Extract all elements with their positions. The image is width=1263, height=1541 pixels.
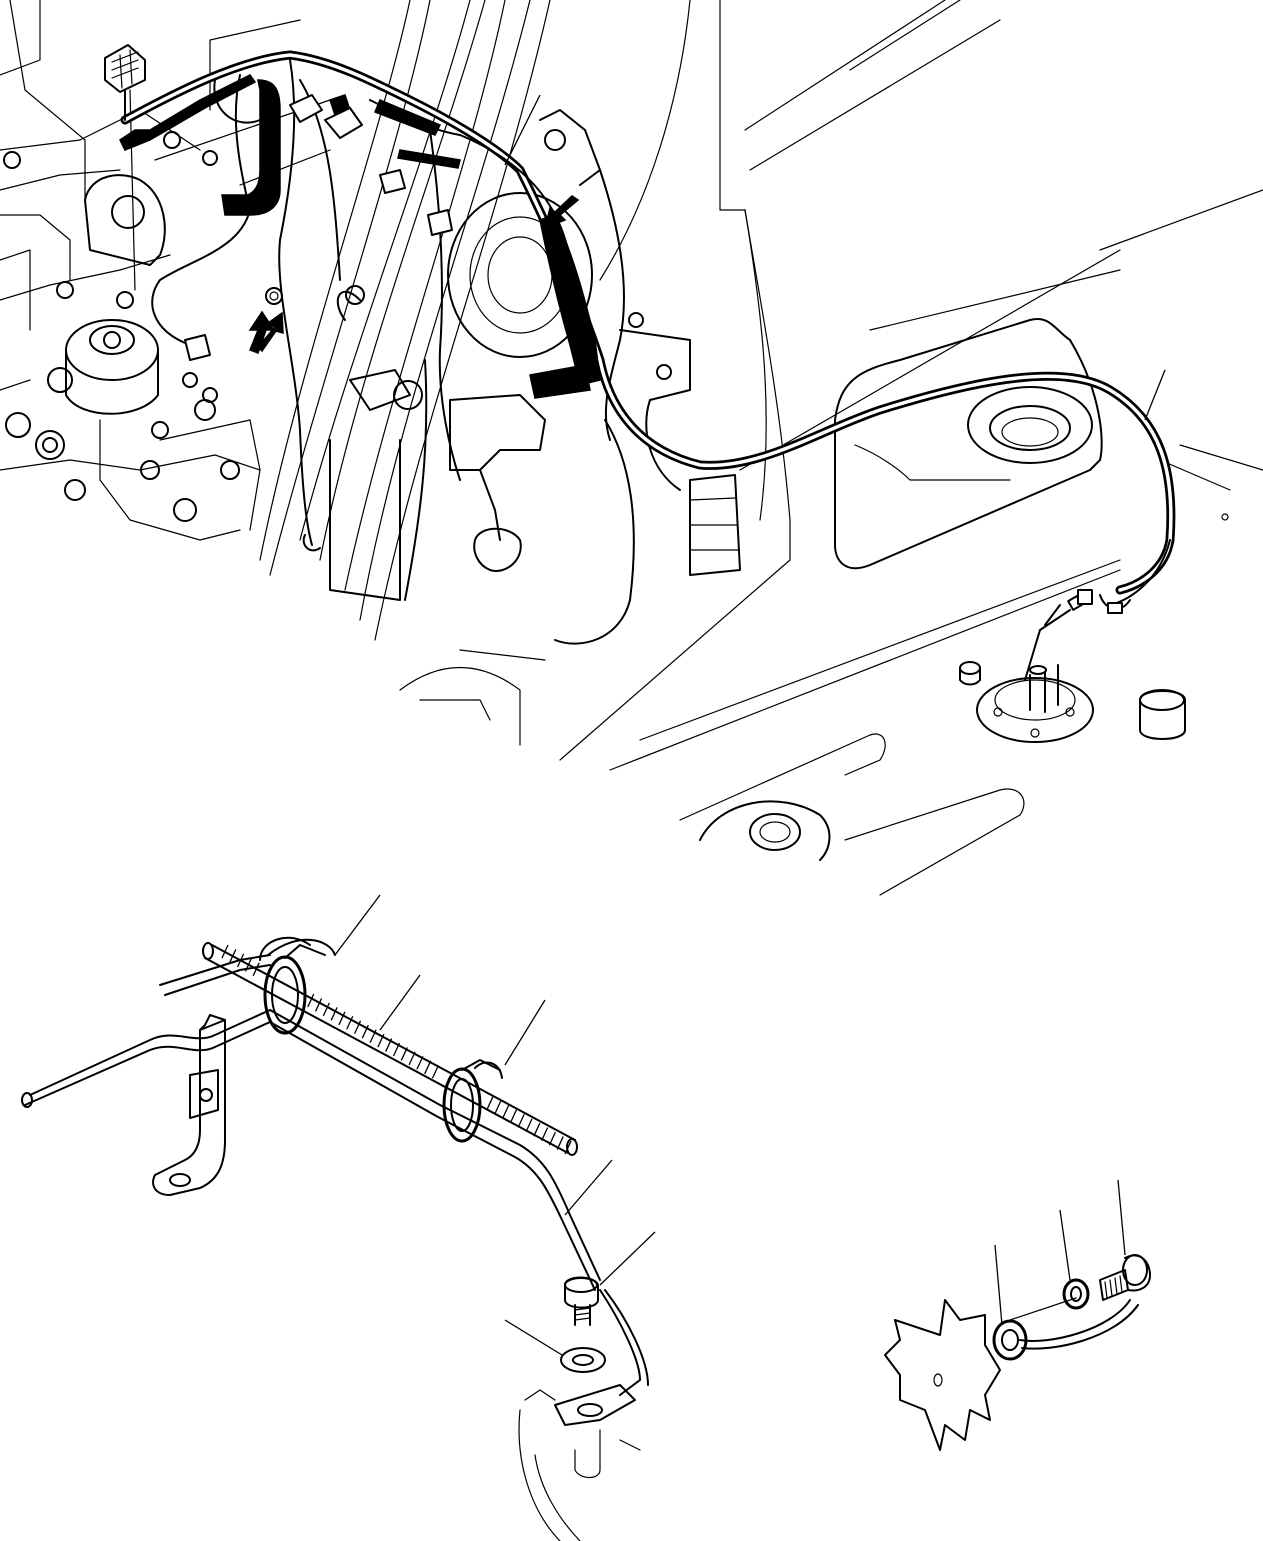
corrugation-rib xyxy=(307,993,315,1008)
callout-leaders-clamp xyxy=(334,894,656,1356)
corrugation-rib xyxy=(392,1042,401,1057)
corrugation-rib xyxy=(541,1127,549,1141)
corrugation-rib xyxy=(494,1100,502,1115)
arrow-down-harness xyxy=(543,195,580,230)
engine-block xyxy=(0,0,1263,896)
corrugation-rib xyxy=(369,1029,377,1043)
corrugation-rib xyxy=(221,944,229,959)
leader-tube xyxy=(564,1159,613,1216)
arrow-up-right xyxy=(256,311,284,353)
corrugation-rib xyxy=(346,1016,354,1030)
corrugation-rib xyxy=(322,1002,330,1017)
corrugation-rib xyxy=(338,1011,346,1026)
corrugation-rib xyxy=(564,1140,572,1155)
corrugation-rib xyxy=(533,1122,541,1137)
corrugation-rib xyxy=(525,1118,533,1132)
conduit-corrugation xyxy=(221,944,572,1155)
corrugation-rib xyxy=(400,1047,408,1061)
leader-harness-center xyxy=(504,94,541,166)
leader-bolt xyxy=(599,1231,656,1286)
corrugation-rib xyxy=(502,1105,510,1119)
corrugation-rib xyxy=(486,1096,494,1110)
leader-lock-washer xyxy=(994,1244,1003,1326)
corrugation-rib xyxy=(353,1020,362,1034)
corrugation-rib xyxy=(431,1065,440,1079)
callout-leaders-top xyxy=(504,94,1166,421)
corrugation-rib xyxy=(517,1114,525,1128)
mount-plate xyxy=(884,1299,1001,1451)
corrugation-rib xyxy=(314,998,323,1012)
leader-conduit xyxy=(379,974,421,1031)
corrugation-rib xyxy=(548,1131,556,1146)
leader-washer-small xyxy=(1059,1209,1071,1281)
wiring-harness xyxy=(104,44,1176,645)
corrugation-rib xyxy=(424,1060,432,1075)
leader-washer xyxy=(504,1319,563,1356)
corrugation-rib xyxy=(377,1033,385,1048)
corrugation-rib xyxy=(361,1024,369,1039)
corrugation-rib xyxy=(244,958,252,972)
leader-clamp-1 xyxy=(334,894,381,956)
corrugation-rib xyxy=(252,962,260,977)
leader-harness-right xyxy=(1144,369,1166,421)
ground-bolt-detail xyxy=(884,1179,1151,1451)
corrugation-rib xyxy=(509,1109,518,1124)
corrugation-rib xyxy=(229,949,237,963)
corrugation-rib xyxy=(416,1056,424,1070)
engine-harness-view xyxy=(0,0,1263,896)
corrugation-rib xyxy=(385,1038,393,1052)
direction-arrows xyxy=(248,195,580,354)
corrugation-rib xyxy=(237,953,245,968)
callout-leaders-ground xyxy=(994,1179,1126,1326)
wiring-clamp-detail xyxy=(21,894,656,1541)
leader-ground-bolt xyxy=(1117,1179,1126,1256)
corrugation-rib xyxy=(408,1051,416,1066)
corrugation-rib xyxy=(556,1136,564,1150)
leader-clamp-2 xyxy=(504,999,546,1066)
corrugation-rib xyxy=(330,1007,338,1021)
